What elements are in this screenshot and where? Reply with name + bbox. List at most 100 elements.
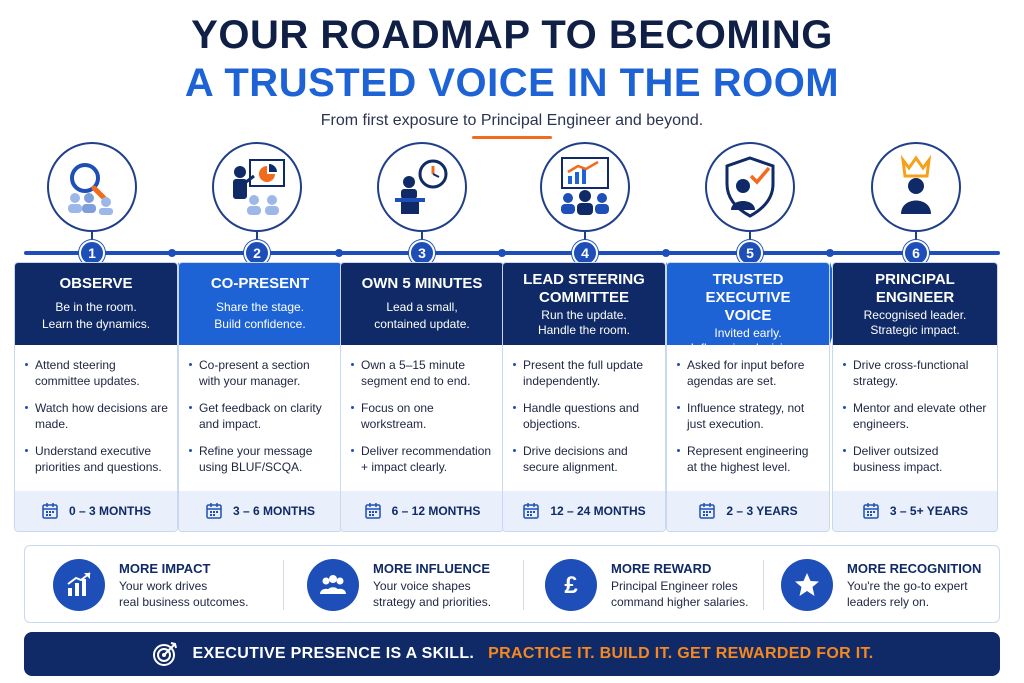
benefit-title: MORE RECOGNITION [847,561,982,576]
bullet-item: Handle questions and objections. [513,400,657,432]
stage-desc: Invited early.Influencing decisions. [690,326,806,355]
stage-number: 5 [737,240,763,266]
stage-title: TRUSTED EXECUTIVE VOICE [705,271,791,324]
stage-bullets: Attend steering committee updates. Watch… [15,345,177,486]
timeline-dot [498,249,506,257]
calendar-icon [206,503,222,519]
board-audience-icon [540,142,630,232]
bullet-item: Attend steering committee updates. [25,357,169,389]
bullet-item: Influence strategy, not just execution. [677,400,821,432]
growth-chart-icon [53,559,105,611]
bullet-item: Watch how decisions are made. [25,400,169,432]
stage-header: OWN 5 MINUTES Lead a small,contained upd… [341,263,503,345]
target-icon [152,642,177,666]
calendar-icon [863,503,879,519]
benefit-title: MORE REWARD [611,561,712,576]
divider [763,560,764,610]
stage-title: CO-PRESENT [210,275,310,292]
stage-bullets: Drive cross-functional strategy. Mentor … [833,345,997,486]
bullet-item: Deliver outsized business impact. [843,443,989,475]
bullet-item: Own a 5–15 minute segment end to end. [351,357,495,389]
timeline-dot [662,249,670,257]
stage-duration: 3 – 6 MONTHS [179,491,341,531]
bullet-item: Represent engineering at the highest lev… [677,443,821,475]
stage-header: PRINCIPAL ENGINEER Recognised leader.Str… [833,263,997,345]
timeline-line [24,251,1000,255]
bullet-item: Get feedback on clarity and impact. [189,400,333,432]
bullet-item: Drive cross-functional strategy. [843,357,989,389]
stage-bullets: Own a 5–15 minute segment end to end. Fo… [341,345,503,486]
stage-card-co-present: CO-PRESENT Share the stage.Build confide… [178,262,342,532]
stage-bullets: Co-present a section with your manager. … [179,345,341,486]
stage-card-lead-steering-committee: LEAD STEERING COMMITTEE Run the update.H… [502,262,666,532]
stage-duration: 2 – 3 YEARS [667,491,829,531]
stage-card-principal-engineer: PRINCIPAL ENGINEER Recognised leader.Str… [832,262,998,532]
title-line-2: A TRUSTED VOICE IN THE ROOM [184,61,840,105]
stage-header: CO-PRESENT Share the stage.Build confide… [179,263,341,345]
icon-stem [584,232,586,240]
stage-title: OBSERVE [59,275,133,292]
bullet-item: Refine your message using BLUF/SCQA. [189,443,333,475]
stage-header: OBSERVE Be in the room.Learn the dynamic… [15,263,177,345]
stage-card-trusted-executive-voice: TRUSTED EXECUTIVE VOICE Invited early.In… [666,262,830,532]
stage-duration: 0 – 3 MONTHS [15,491,177,531]
benefit-more-recognition: MORE RECOGNITION You're the go-to expert… [781,554,981,616]
stage-title: OWN 5 MINUTES [361,275,483,292]
title-line-1: YOUR ROADMAP TO BECOMING [191,13,833,57]
timeline-dot [826,249,834,257]
pound-icon: £ [545,559,597,611]
stage-desc: Share the stage.Build confidence. [214,300,306,331]
icon-stem [915,232,917,240]
magnifier-people-icon [47,142,137,232]
stage-header: TRUSTED EXECUTIVE VOICE Invited early.In… [667,263,829,355]
bullet-item: Asked for input before agendas are set. [677,357,821,389]
benefit-title: MORE INFLUENCE [373,561,490,576]
stage-header: LEAD STEERING COMMITTEE Run the update.H… [503,263,665,345]
svg-text:£: £ [564,572,578,599]
stage-desc: Be in the room.Learn the dynamics. [41,300,151,331]
icon-stem [421,232,423,240]
podium-clock-icon [377,142,467,232]
timeline-dot [335,249,343,257]
stage-duration: 12 – 24 MONTHS [503,491,665,531]
bullet-item: Drive decisions and secure alignment. [513,443,657,475]
stage-duration: 6 – 12 MONTHS [341,491,503,531]
timeline-dot [168,249,176,257]
bullet-item: Mentor and elevate other engineers. [843,400,989,432]
crown-person-icon [871,142,961,232]
stage-title: LEAD STEERING COMMITTEE [523,271,645,306]
bullet-item: Focus on one workstream. [351,400,495,432]
stage-card-own-5-minutes: OWN 5 MINUTES Lead a small,contained upd… [340,262,504,532]
star-icon [781,559,833,611]
bottom-banner: EXECUTIVE PRESENCE IS A SKILL. PRACTICE … [24,632,1000,676]
stage-bullets: Present the full update independently. H… [503,345,665,486]
stage-desc: Run the update.Handle the room. [537,308,631,337]
group-icon [307,559,359,611]
stage-number: 6 [903,240,929,266]
icon-stem [749,232,751,240]
bullet-item: Present the full update independently. [513,357,657,389]
stage-number: 2 [244,240,270,266]
divider [523,560,524,610]
divider [283,560,284,610]
stage-bullets: Asked for input before agendas are set. … [667,345,829,486]
stage-duration: 3 – 5+ YEARS [833,491,997,531]
icon-stem [91,232,93,240]
banner-text-white: EXECUTIVE PRESENCE IS A SKILL. [192,645,475,662]
bullet-item: Deliver recommendation + impact clearly. [351,443,495,475]
banner-text-orange: PRACTICE IT. BUILD IT. GET REWARDED FOR … [488,645,874,662]
stage-title: PRINCIPAL ENGINEER [875,271,955,306]
icon-stem [256,232,258,240]
bullet-item: Co-present a section with your manager. [189,357,333,389]
benefit-title: MORE IMPACT [119,561,211,576]
presenter-chart-icon [212,142,302,232]
stage-desc: Recognised leader.Strategic impact. [863,308,967,337]
calendar-icon [523,503,540,519]
